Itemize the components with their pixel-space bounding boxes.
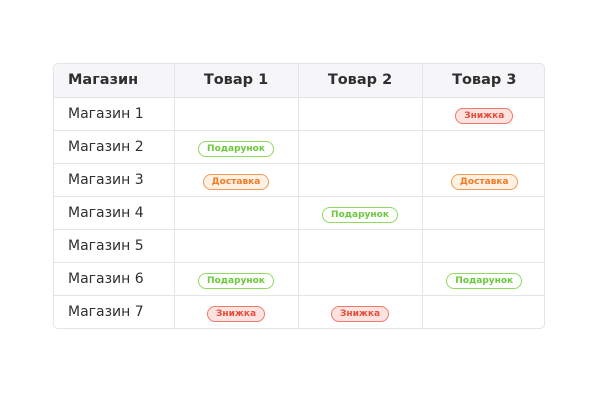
promo-cell bbox=[298, 130, 423, 164]
promo-cell: Подарунок bbox=[422, 262, 544, 296]
promo-cell: Подарунок bbox=[174, 130, 299, 164]
table-row: Магазин 6 Подарунок Подарунок bbox=[54, 262, 544, 296]
header-store: Магазин bbox=[54, 64, 175, 98]
store-name: Магазин 6 bbox=[54, 262, 175, 296]
table-row: Магазин 7 Знижка Знижка bbox=[54, 295, 544, 328]
promo-cell: Подарунок bbox=[174, 262, 299, 296]
promo-cell bbox=[174, 196, 299, 230]
promo-cell bbox=[298, 163, 423, 197]
promo-cell: Знижка bbox=[174, 295, 299, 328]
discount-badge: Знижка bbox=[455, 108, 514, 124]
store-name: Магазин 7 bbox=[54, 295, 175, 328]
store-name: Магазин 5 bbox=[54, 229, 175, 263]
table-row: Магазин 4 Подарунок bbox=[54, 196, 544, 230]
table-row: Магазин 5 bbox=[54, 229, 544, 263]
promo-cell bbox=[298, 97, 423, 131]
promo-cell bbox=[298, 229, 423, 263]
promo-cell bbox=[174, 97, 299, 131]
promo-cell bbox=[422, 229, 544, 263]
gift-badge: Подарунок bbox=[198, 141, 274, 157]
promo-cell: Доставка bbox=[422, 163, 544, 197]
discount-badge: Знижка bbox=[330, 306, 390, 323]
store-name: Магазин 2 bbox=[54, 130, 175, 164]
promo-cell: Знижка bbox=[298, 295, 423, 328]
header-row: Магазин Товар 1 Товар 2 Товар 3 bbox=[54, 64, 544, 98]
header-product-1: Товар 1 bbox=[174, 64, 299, 98]
table-row: Магазин 3 Доставка Доставка bbox=[54, 163, 544, 197]
promo-cell bbox=[174, 229, 299, 263]
gift-badge: Подарунок bbox=[198, 273, 274, 289]
gift-badge: Подарунок bbox=[446, 273, 523, 289]
promotions-grid: Магазин Товар 1 Товар 2 Товар 3 Магазин … bbox=[54, 64, 544, 328]
table-row: Магазин 2 Подарунок bbox=[54, 130, 544, 164]
table-header: Магазин Товар 1 Товар 2 Товар 3 bbox=[54, 64, 544, 98]
header-product-3: Товар 3 bbox=[422, 64, 544, 98]
promo-cell: Подарунок bbox=[298, 196, 423, 230]
promo-cell bbox=[298, 262, 423, 296]
promo-cell bbox=[422, 295, 544, 328]
store-name: Магазин 3 bbox=[54, 163, 175, 197]
promo-cell: Доставка bbox=[174, 163, 299, 197]
header-product-2: Товар 2 bbox=[298, 64, 423, 98]
promo-cell: Знижка bbox=[422, 97, 544, 131]
store-name: Магазин 1 bbox=[54, 97, 175, 131]
store-name: Магазин 4 bbox=[54, 196, 175, 230]
table-row: Магазин 1 Знижка bbox=[54, 97, 544, 131]
promotions-table: Магазин Товар 1 Товар 2 Товар 3 Магазин … bbox=[53, 63, 545, 329]
promo-cell bbox=[422, 130, 544, 164]
discount-badge: Знижка bbox=[206, 306, 266, 323]
delivery-badge: Доставка bbox=[202, 174, 270, 190]
gift-badge: Подарунок bbox=[322, 207, 398, 223]
promo-cell bbox=[422, 196, 544, 230]
delivery-badge: Доставка bbox=[450, 174, 518, 190]
